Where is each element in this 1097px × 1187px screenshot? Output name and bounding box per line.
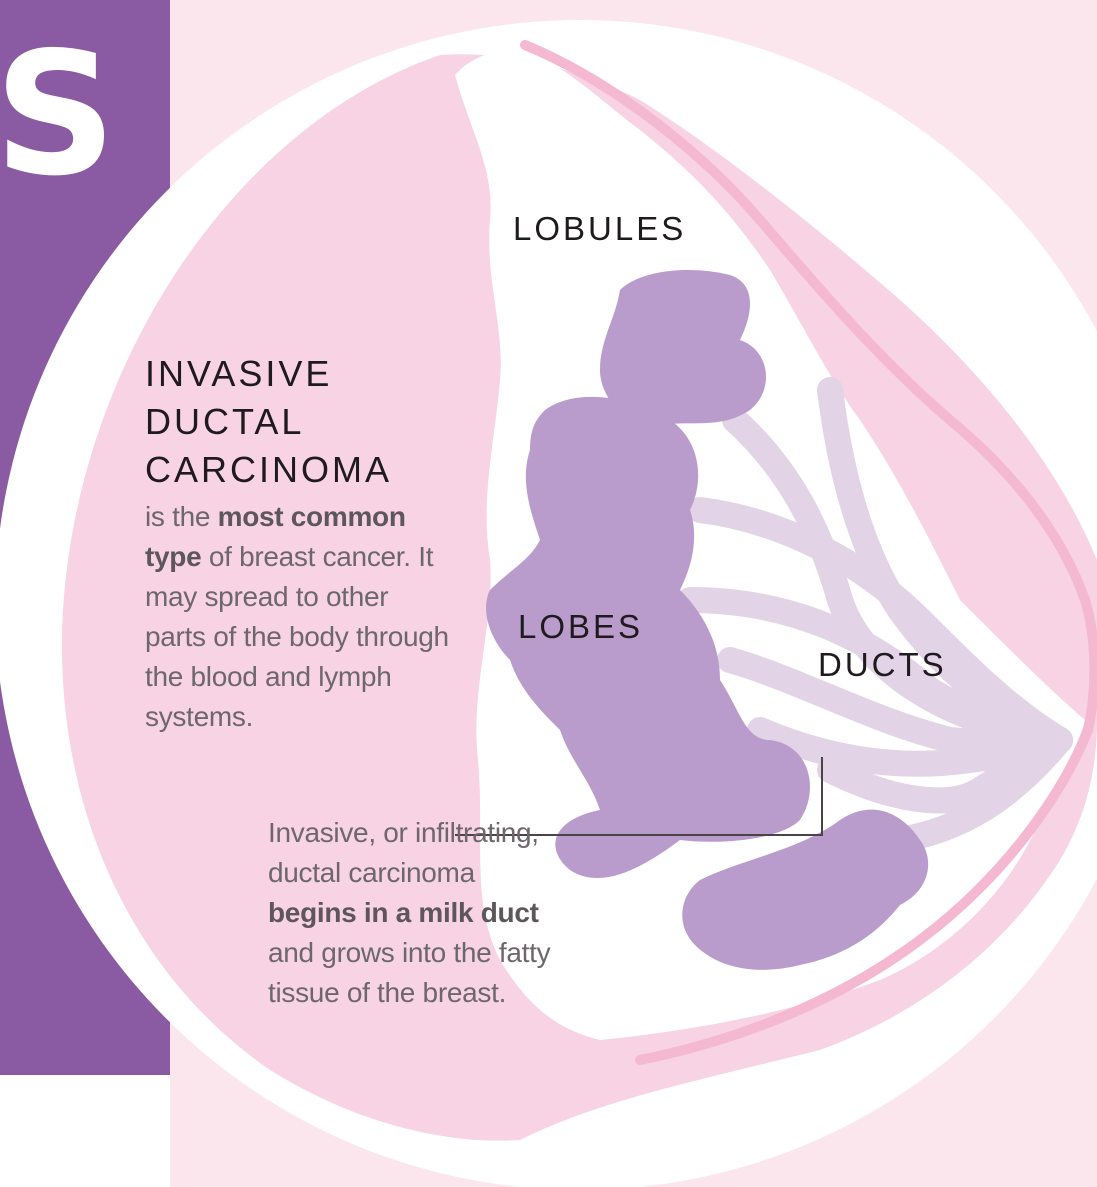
title-line-2: DUCTAL [145,398,392,446]
description-intro: is the [145,501,218,532]
label-lobules: LOBULES [513,212,686,245]
title-line-3: CARCINOMA [145,446,392,494]
label-ducts: DUCTS [818,648,947,681]
callout-rest: and grows into the fatty tissue of the b… [268,937,550,1008]
header-title-letter: S [0,30,116,200]
section-title: INVASIVE DUCTAL CARCINOMA [145,350,392,494]
callout-intro: Invasive, or infiltrating, ductal carcin… [268,817,539,888]
callout-paragraph: Invasive, or infiltrating, ductal carcin… [268,813,558,1013]
callout-emphasis: begins in a milk duct [268,897,539,928]
title-line-1: INVASIVE [145,350,392,398]
description-paragraph: is the most common type of breast cancer… [145,497,455,737]
label-lobes: LOBES [518,610,643,643]
